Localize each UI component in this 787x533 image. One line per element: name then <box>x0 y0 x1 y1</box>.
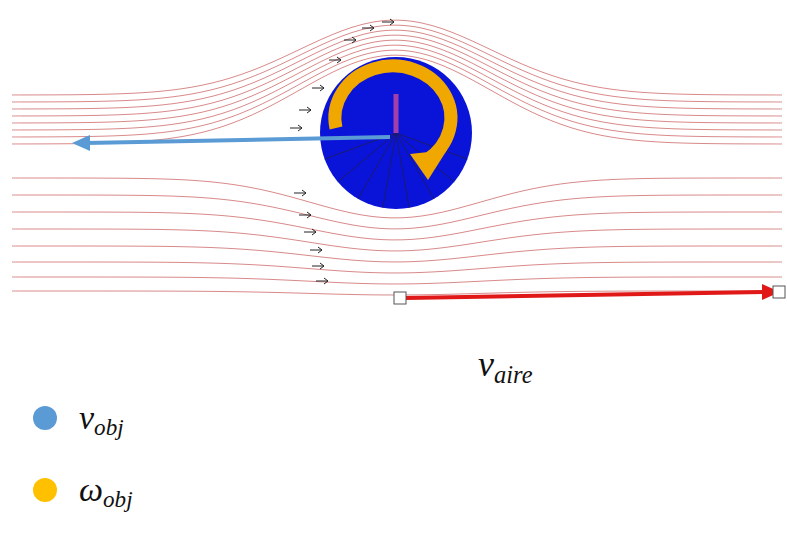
legend-swatch <box>33 406 57 430</box>
flow-tick <box>329 57 341 63</box>
symbol: ω <box>79 471 103 508</box>
ball-marker <box>394 94 399 133</box>
flow-tick <box>290 125 302 131</box>
legend-text: ωobj <box>79 471 133 509</box>
flow-tick <box>299 212 311 218</box>
flow-tick <box>304 229 316 235</box>
legend-text: vobj <box>79 399 124 437</box>
flow-tick <box>299 107 311 113</box>
spin-arrow <box>335 66 451 160</box>
flow-tick <box>312 263 324 269</box>
flow-tick <box>316 278 328 284</box>
object-velocity-arrow <box>86 137 390 143</box>
ball-spoke <box>396 133 409 208</box>
symbol: v <box>79 399 94 436</box>
spin-arrow-head <box>410 150 447 180</box>
flow-tick <box>382 19 394 25</box>
subscript: obj <box>94 414 124 440</box>
flow-tick <box>294 190 306 196</box>
quantity-label: vaire <box>478 343 533 385</box>
flow-tick <box>310 247 322 253</box>
symbol: v <box>478 344 494 384</box>
air-velocity-arrow <box>406 292 766 298</box>
legend-entry: vobj <box>33 399 124 437</box>
flow-tick <box>344 37 356 43</box>
streamline <box>12 277 782 284</box>
streamline <box>12 212 782 240</box>
subscript: obj <box>103 486 133 512</box>
streamline <box>12 262 782 273</box>
streamline <box>12 229 782 251</box>
flow-tick <box>312 85 324 91</box>
streamlines <box>12 20 782 295</box>
ball-spoke <box>358 133 396 199</box>
object-velocity-head <box>72 135 90 151</box>
legend-swatch <box>33 478 57 502</box>
handle <box>394 292 406 304</box>
handle <box>773 286 785 298</box>
streamline <box>12 246 782 262</box>
legend-entry: ωobj <box>33 471 133 509</box>
ball <box>320 57 472 209</box>
subscript: aire <box>494 361 533 388</box>
flow-tick <box>362 25 374 31</box>
ball-spoke <box>338 133 396 182</box>
